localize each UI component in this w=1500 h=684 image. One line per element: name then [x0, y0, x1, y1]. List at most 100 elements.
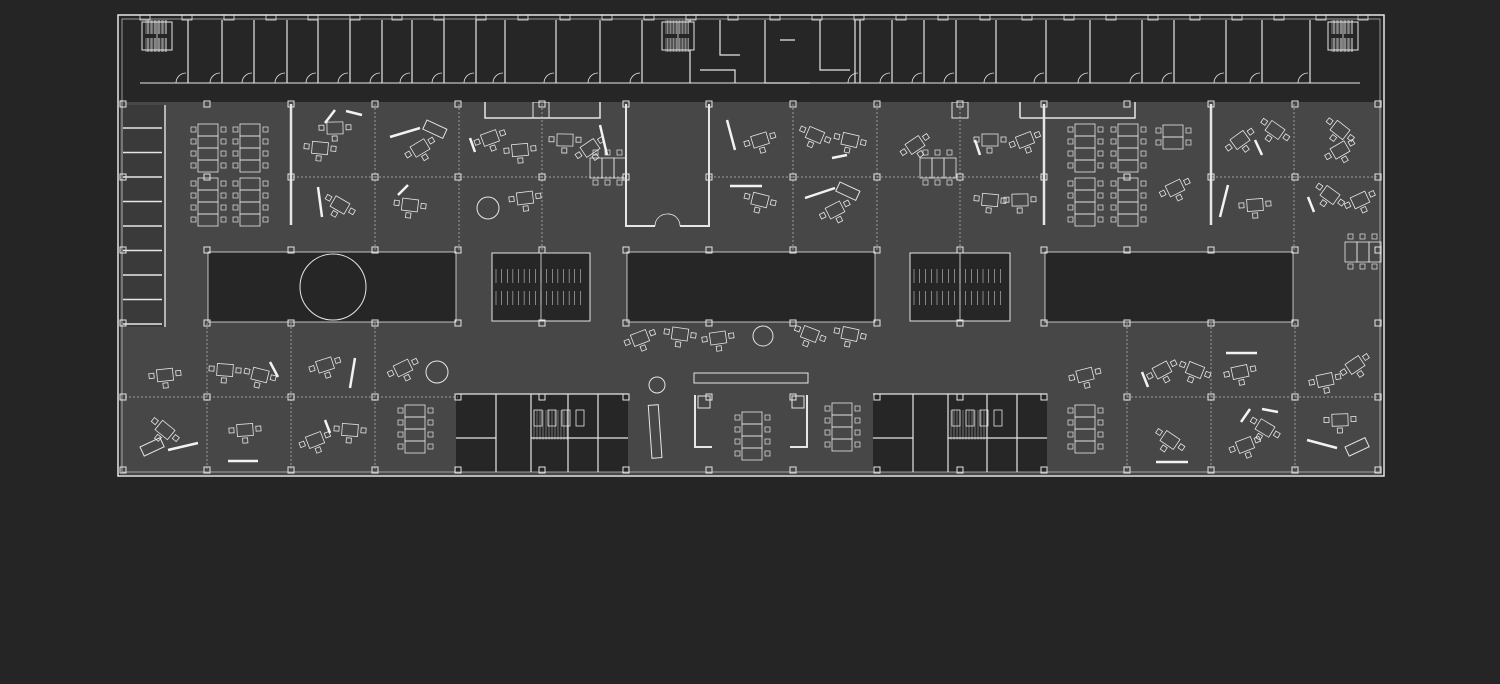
chair [1097, 204, 1104, 211]
window [643, 14, 655, 21]
chair [190, 216, 197, 223]
screen-partition [1239, 408, 1252, 423]
furniture-piece [1083, 381, 1091, 389]
column-icon [203, 246, 211, 254]
core-rooms [689, 20, 856, 84]
window [769, 14, 781, 21]
chair [604, 179, 611, 186]
desk-cluster-icon [208, 363, 242, 384]
screen-partition [324, 109, 336, 124]
furniture-piece [1260, 117, 1269, 126]
furniture-piece [859, 139, 867, 147]
furniture-piece [833, 327, 841, 335]
chair [262, 126, 269, 133]
window [811, 14, 823, 21]
chair [190, 192, 197, 199]
screen-partition [268, 361, 280, 378]
chair [592, 149, 599, 156]
furniture-piece [793, 324, 802, 333]
door-swing-icon [911, 72, 923, 84]
furniture-piece [393, 199, 400, 207]
furniture-piece [236, 423, 254, 437]
furniture-piece [1361, 353, 1370, 362]
furniture-piece [639, 344, 648, 352]
column-icon [1123, 319, 1131, 327]
furniture-piece [1344, 354, 1366, 376]
column-icon [119, 173, 127, 181]
chair [1097, 162, 1104, 169]
window [895, 14, 907, 21]
window [349, 14, 361, 21]
desk [197, 213, 219, 227]
atrium-void [207, 251, 457, 323]
furniture-piece [859, 332, 867, 340]
furniture-piece [511, 142, 529, 158]
column-icon [538, 393, 546, 401]
chair [190, 138, 197, 145]
chair [232, 192, 239, 199]
column-icon [1374, 393, 1382, 401]
window [433, 14, 445, 21]
door-swing-icon [369, 72, 381, 84]
chair [1067, 192, 1074, 199]
chair [1067, 180, 1074, 187]
chair [1110, 216, 1117, 223]
column-icon [1207, 100, 1215, 108]
desk-cluster-icon [743, 191, 777, 214]
column-icon [873, 246, 881, 254]
desk-cluster-icon [324, 193, 356, 218]
window [979, 14, 991, 21]
sofa [422, 119, 448, 140]
window [517, 14, 529, 21]
column-icon [789, 173, 797, 181]
sofa [1344, 437, 1370, 457]
furniture-piece [171, 434, 180, 443]
column-icon [119, 466, 127, 474]
furniture-piece [674, 341, 682, 348]
desk-cluster-icon [150, 417, 180, 443]
chair [922, 179, 929, 186]
desk-cluster-icon [1145, 359, 1178, 384]
furniture-piece [574, 151, 583, 160]
furniture-piece [985, 207, 992, 214]
chair [1110, 204, 1117, 211]
door-swing-icon [1161, 72, 1173, 84]
furniture-piece [473, 138, 481, 146]
column-icon [1374, 100, 1382, 108]
column-icon [119, 100, 127, 108]
furniture-piece [427, 136, 436, 145]
furniture-piece [311, 140, 329, 156]
wc-stall [561, 409, 571, 427]
column-icon [1374, 466, 1382, 474]
desk-cluster-icon [1224, 127, 1255, 153]
chair [427, 431, 434, 438]
chair [190, 150, 197, 157]
chair [397, 431, 404, 438]
door-swing-icon [654, 213, 681, 227]
furniture-piece [315, 356, 335, 374]
door-swing-icon [629, 72, 641, 84]
furniture-piece [1033, 130, 1042, 139]
furniture-piece [1337, 198, 1346, 207]
chair [232, 216, 239, 223]
furniture-piece [629, 329, 651, 347]
furniture-piece [1177, 443, 1186, 452]
furniture-piece [530, 145, 537, 152]
voids [123, 105, 1294, 472]
desk-cluster-icon [833, 131, 867, 154]
chair [262, 180, 269, 187]
desk-cluster-icon [919, 149, 957, 186]
door-swing-icon [983, 72, 995, 84]
furniture-piece [303, 143, 310, 150]
chair [764, 438, 771, 445]
furniture-piece [1003, 196, 1010, 203]
furniture-piece [1068, 374, 1076, 382]
desk-cluster-icon [298, 430, 332, 454]
furniture-piece [1164, 178, 1186, 198]
furniture-piece [818, 211, 827, 220]
furniture-piece [517, 157, 524, 164]
chair [1067, 407, 1074, 414]
furniture-piece [498, 129, 507, 137]
chair [854, 405, 861, 412]
furniture-piece [329, 195, 351, 215]
